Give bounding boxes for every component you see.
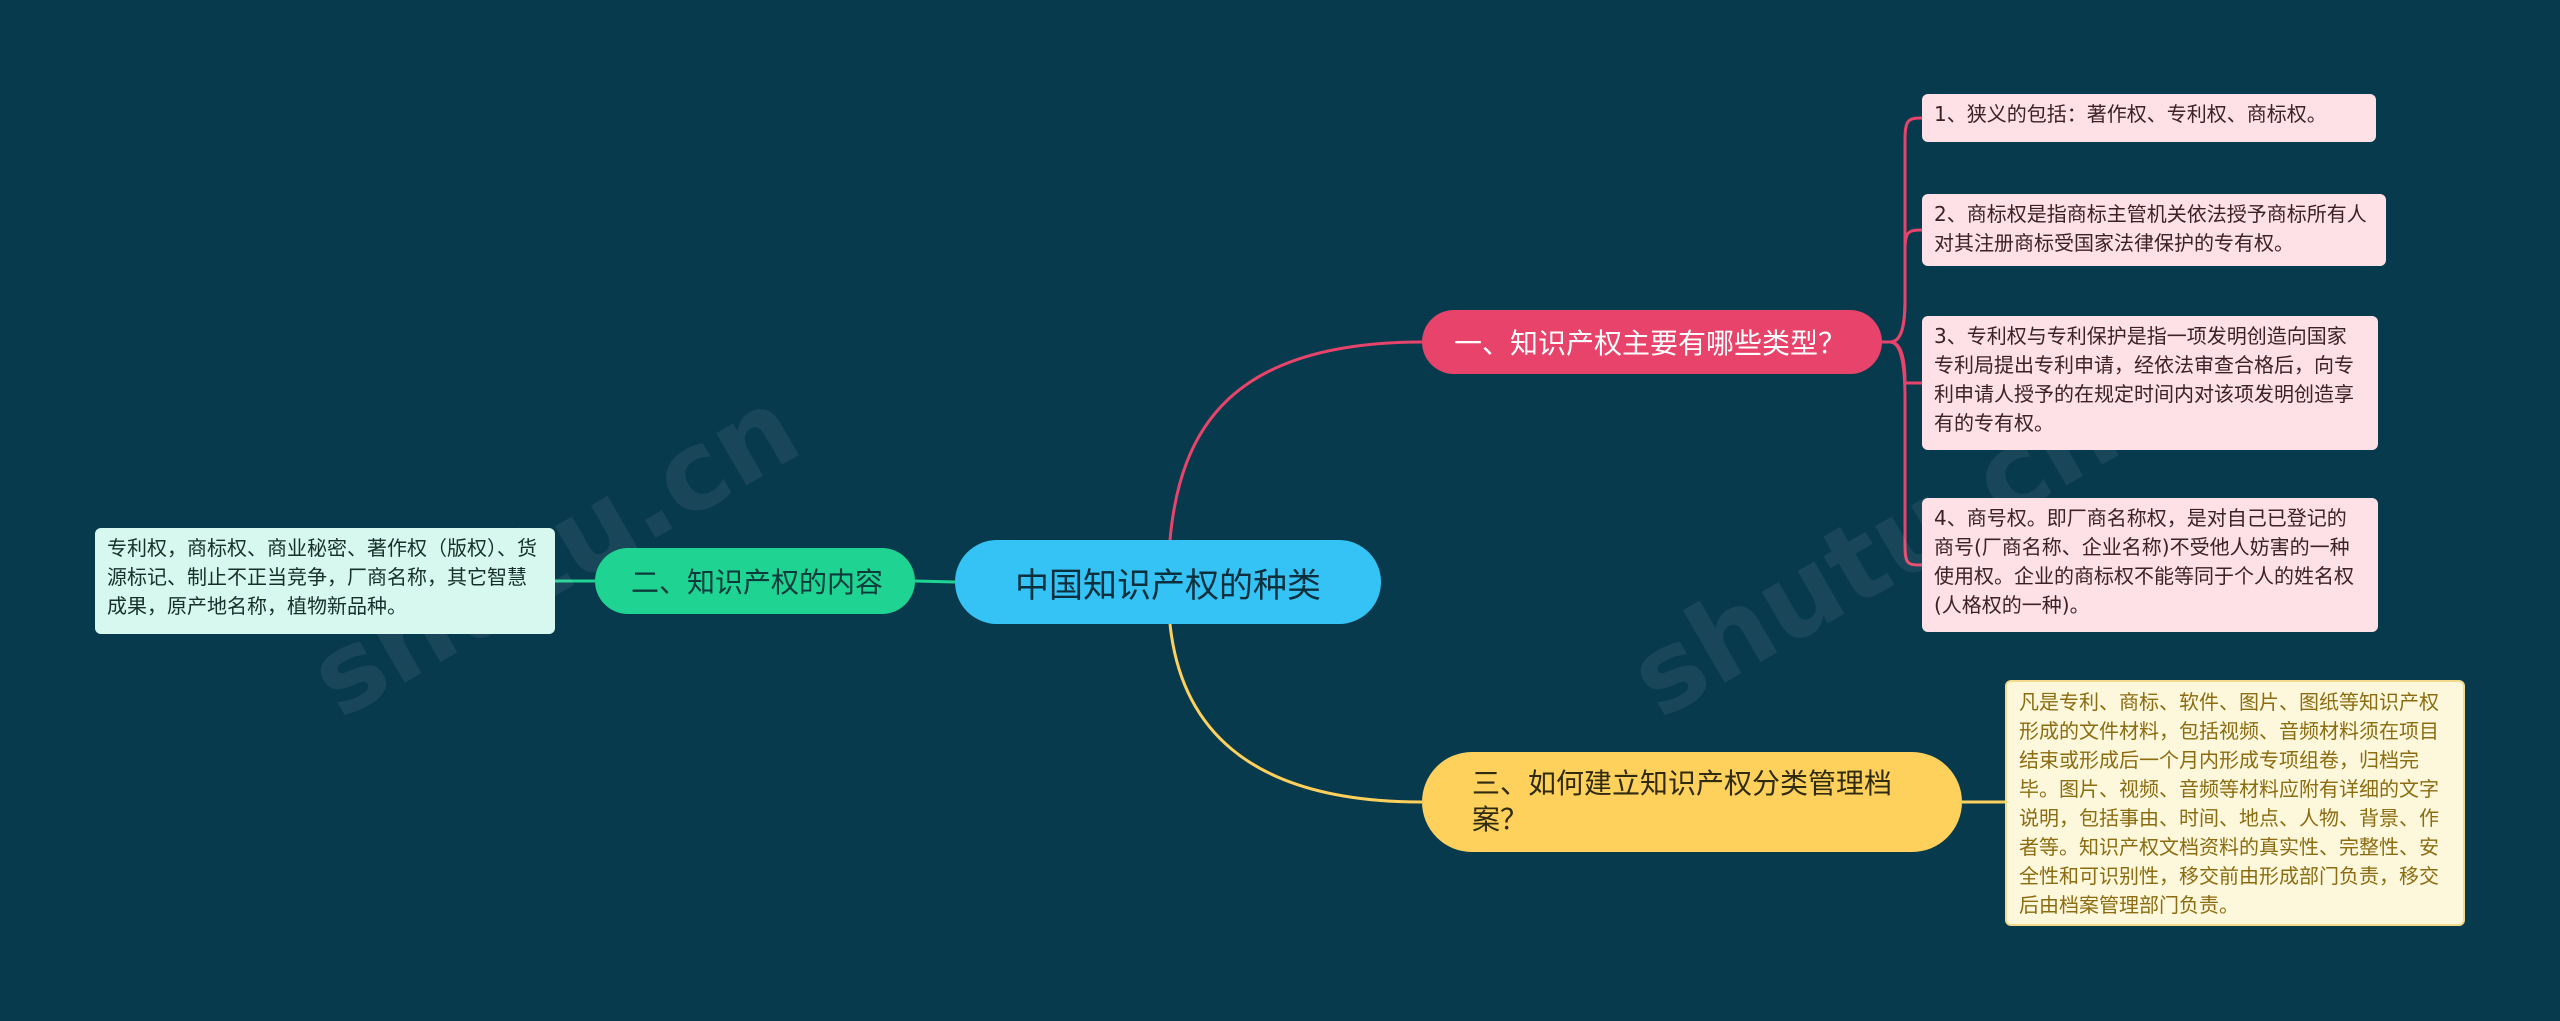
link-root-branch3 [1168, 623, 1423, 804]
branch-label: 一、知识产权主要有哪些类型？ [1454, 327, 1847, 360]
branch-label: 二、知识产权的内容 [631, 566, 884, 599]
leaf-note[interactable]: 1、狭义的包括：著作权、专利权、商标权。 [1922, 94, 2376, 142]
leaf-text: 2、商标权是指商标主管机关依法授予商标所有人对其注册商标受国家法律保护的专有权。 [1934, 202, 2367, 255]
root-label: 中国知识产权的种类 [1015, 565, 1321, 606]
leaf-text: 3、专利权与专利保护是指一项发明创造向国家专利局提出专利申请，经依法审查合格后，… [1934, 324, 2354, 435]
root-node[interactable]: 中国知识产权的种类 [955, 540, 1381, 624]
branch-label: 三、如何建立知识产权分类管理档案？ [1472, 766, 1893, 836]
leaf-note[interactable]: 专利权，商标权、商业秘密、著作权（版权）、货源标记、制止不正当竞争，厂商名称，其… [95, 528, 555, 634]
branch-node-archive[interactable]: 三、如何建立知识产权分类管理档案？ [1422, 752, 1962, 852]
leaf-note[interactable]: 2、商标权是指商标主管机关依法授予商标所有人对其注册商标受国家法律保护的专有权。 [1922, 194, 2386, 266]
link-root-branch2 [914, 579, 956, 584]
branch1-fan [1882, 116, 1923, 567]
branch-node-content[interactable]: 二、知识产权的内容 [595, 548, 915, 614]
link-root-branch1 [1168, 340, 1423, 541]
leaf-note[interactable]: 4、商号权。即厂商名称权，是对自己已登记的商号(厂商名称、企业名称)不受他人妨害… [1922, 498, 2378, 632]
branch-node-types[interactable]: 一、知识产权主要有哪些类型？ [1422, 310, 1882, 374]
leaf-text: 4、商号权。即厂商名称权，是对自己已登记的商号(厂商名称、企业名称)不受他人妨害… [1934, 506, 2354, 617]
leaf-text: 凡是专利、商标、软件、图片、图纸等知识产权形成的文件材料，包括视频、音频材料须在… [2019, 690, 2439, 917]
leaf-note[interactable]: 凡是专利、商标、软件、图片、图纸等知识产权形成的文件材料，包括视频、音频材料须在… [2005, 680, 2465, 926]
leaf-note[interactable]: 3、专利权与专利保护是指一项发明创造向国家专利局提出专利申请，经依法审查合格后，… [1922, 316, 2378, 450]
leaf-text: 1、狭义的包括：著作权、专利权、商标权。 [1934, 102, 2327, 126]
leaf-text: 专利权，商标权、商业秘密、著作权（版权）、货源标记、制止不正当竞争，厂商名称，其… [107, 536, 537, 618]
